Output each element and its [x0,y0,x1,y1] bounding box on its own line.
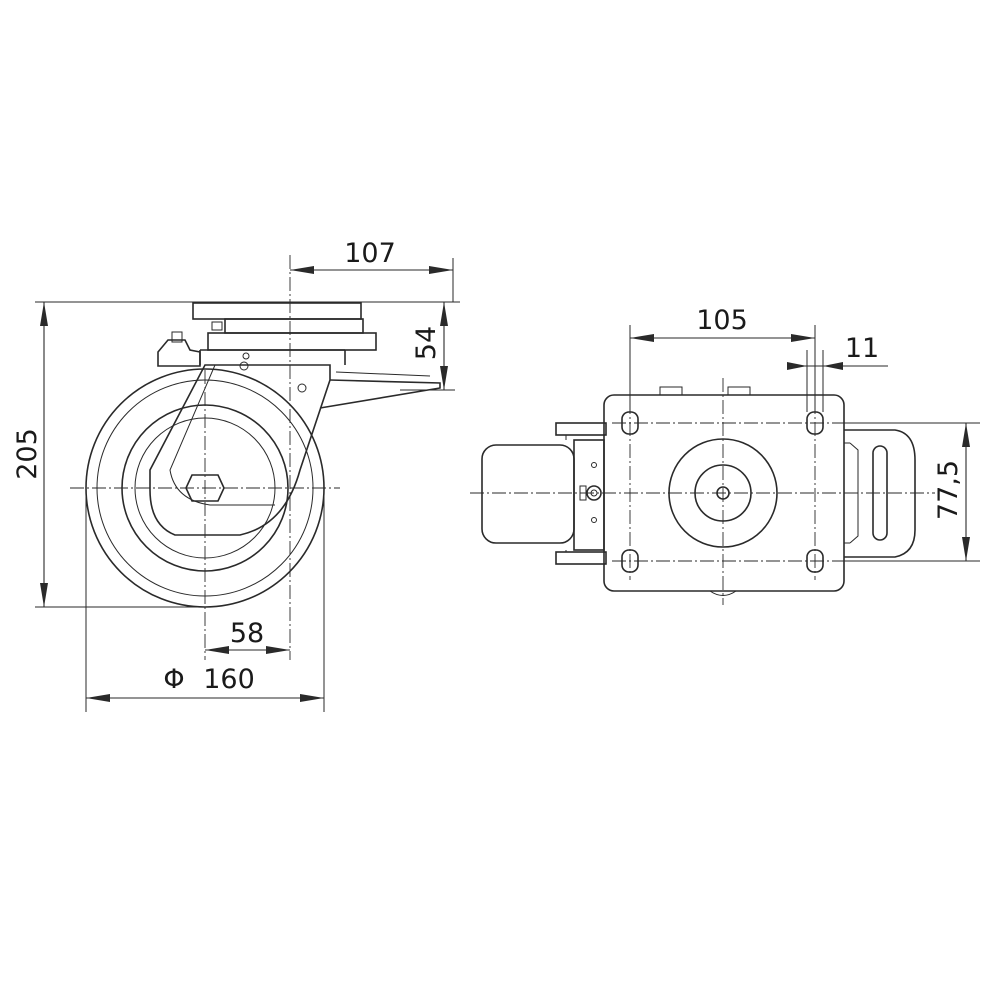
label-11: 11 [845,333,879,364]
brake-knob-cap [171,331,183,343]
top-plate [192,302,377,351]
arrow-58-left [205,646,229,654]
arrow-11-left [787,362,807,370]
mounting-plate [192,302,362,320]
brake-pedal [319,379,441,409]
top-wheel [481,444,575,544]
arrow-160-right [300,694,324,702]
arrow-775-bottom [962,537,970,561]
rivet-2 [297,383,307,393]
label-54: 54 [411,326,442,360]
arrow-205-top [40,302,48,326]
swivel-bearing-upper [224,318,364,334]
side-view: 107 54 205 58 Φ 160 [12,238,460,712]
bracket-rivet-2 [591,517,597,523]
bracket-body [573,439,605,551]
dimension-107: 107 [290,238,453,274]
bracket-top-arm [555,422,607,436]
label-58: 58 [230,618,264,649]
brake-lever [157,331,441,409]
top-brake-pedal [844,429,916,558]
diameter-symbol: Φ [163,664,184,695]
rivet-3 [242,352,250,360]
dimension-58: 58 [205,618,290,654]
bottom-notch [709,590,737,596]
dimension-205: 205 [12,302,48,607]
plate-tab [211,321,223,331]
arrow-54-bottom [440,366,448,390]
arrow-105-right [791,334,815,342]
arrow-160-left [86,694,110,702]
fork-contour [169,364,275,506]
arrow-775-top [962,423,970,447]
dimension-77-5: 77,5 [933,423,970,561]
dimension-54: 54 [411,302,448,390]
top-lug-1 [659,386,683,396]
dimension-11: 11 [787,333,888,370]
fork-leg [149,364,331,536]
arrow-205-bottom [40,583,48,607]
arrow-11-right [823,362,843,370]
label-77-5: 77,5 [933,460,964,520]
bolt-holes [621,411,824,573]
arrow-107-left [290,266,314,274]
bracket-bottom-arm [555,551,607,565]
rivet-1 [239,361,249,371]
dimension-105: 105 [630,305,815,342]
brake-knob [157,339,201,367]
arrow-58-right [266,646,290,654]
pedal-outline [844,429,916,558]
label-160: 160 [203,664,255,695]
arrow-105-left [630,334,654,342]
label-105: 105 [696,305,748,336]
dimension-160: Φ 160 [86,664,324,702]
arrow-54-top [440,302,448,326]
top-lug-2 [727,386,751,396]
arrow-107-right [429,266,453,274]
top-view: 105 11 77,5 [470,305,980,605]
label-205: 205 [12,428,43,480]
label-107: 107 [344,238,396,269]
swivel-bearing-lower [207,332,377,351]
bracket-rivet-1 [591,462,597,468]
brake-pedal-edge [335,371,431,377]
